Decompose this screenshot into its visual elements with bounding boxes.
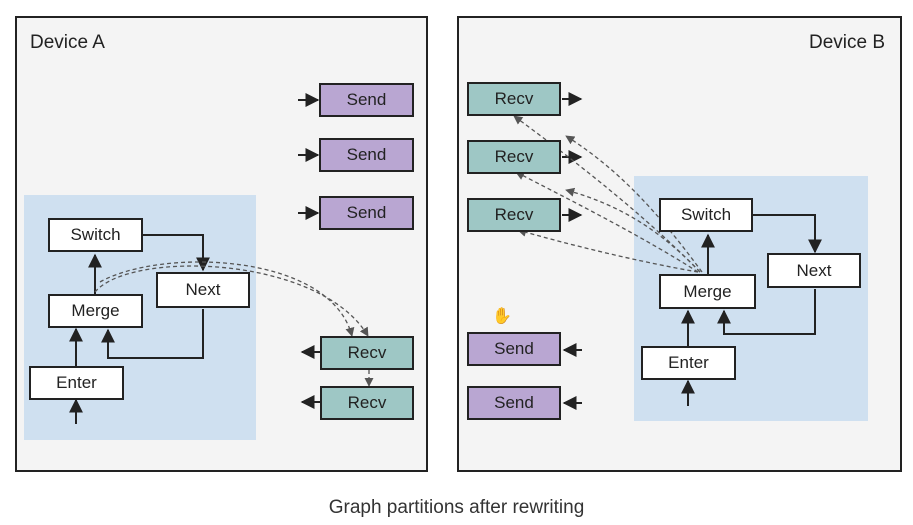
edge-a-dashed-merge-recv1 xyxy=(94,265,369,337)
device-b-enter-node: Enter xyxy=(641,346,736,380)
edge-b-dashed-merge-recv1-right xyxy=(565,135,703,273)
device-a-next-node: Next xyxy=(156,272,250,308)
device-a-recv-node: Recv xyxy=(320,336,414,370)
edge-b-dashed-merge-recv2-right xyxy=(565,187,701,273)
device-a-switch-node: Switch xyxy=(48,218,143,252)
edge-a-dashed-switch-recv1 xyxy=(99,261,355,337)
hand-cursor-icon: ✋ xyxy=(492,308,512,325)
device-b-switch-node: Switch xyxy=(659,198,753,232)
device-b-send-node: Send xyxy=(467,332,561,366)
figure-caption: Graph partitions after rewriting xyxy=(328,497,585,518)
edge-b-next-merge xyxy=(717,289,816,335)
edge-b-switch-next xyxy=(753,214,822,254)
device-a-send-node: Send xyxy=(319,196,414,230)
device-b-recv-node: Recv xyxy=(467,140,561,174)
device-a-recv-node: Recv xyxy=(320,386,414,420)
device-b-send-node: Send xyxy=(467,386,561,420)
device-b-next-node: Next xyxy=(767,253,861,288)
edge-b-dashed-merge-recv2 xyxy=(515,171,699,273)
edge-b-dashed-merge-recv3 xyxy=(517,227,699,273)
device-a-title: Device A xyxy=(30,32,105,53)
device-a-send-node: Send xyxy=(319,138,414,172)
device-b-title: Device B xyxy=(808,32,885,53)
edge-a-next-merge xyxy=(101,309,204,359)
edge-a-switch-next xyxy=(143,234,210,272)
edge-b-dashed-merge-recv1 xyxy=(513,115,701,273)
device-a-send-node: Send xyxy=(319,83,414,117)
device-a-enter-node: Enter xyxy=(29,366,124,400)
device-b-merge-node: Merge xyxy=(659,274,756,309)
device-a-merge-node: Merge xyxy=(48,294,143,328)
device-b-recv-node: Recv xyxy=(467,82,561,116)
device-b-recv-node: Recv xyxy=(467,198,561,232)
